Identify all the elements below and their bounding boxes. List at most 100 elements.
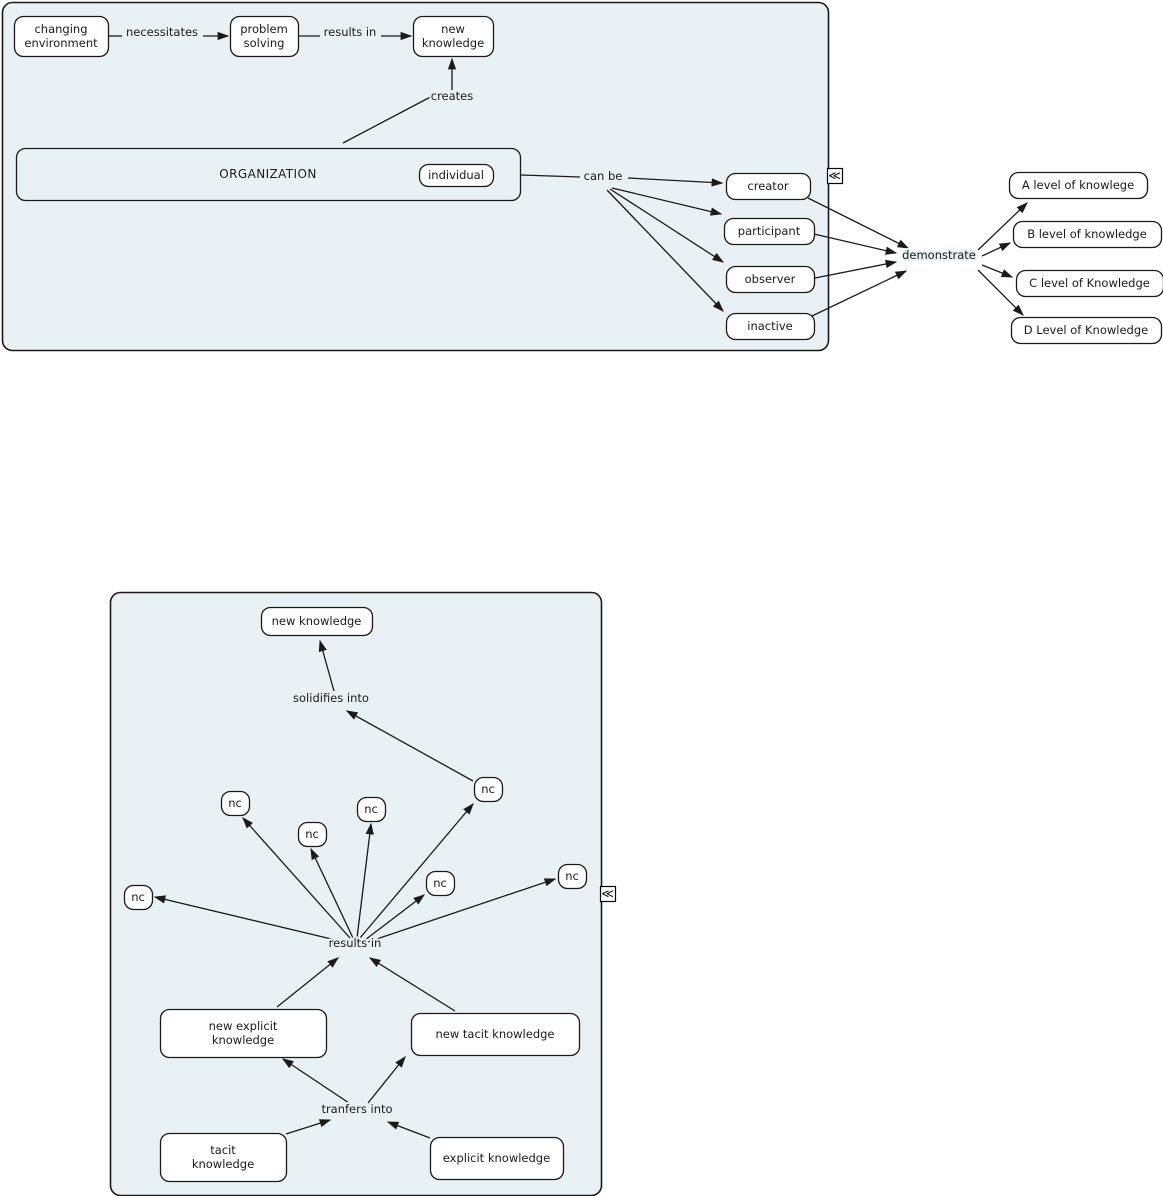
node-box-changing-environment[interactable]	[13, 15, 110, 58]
node-box-organization[interactable]	[15, 147, 522, 202]
node-organization[interactable]: ORGANIZATION	[15, 147, 522, 202]
edge-tranfers-into-to-new-explicit-knowledge	[281, 1058, 350, 1104]
node-box-explicit-knowledge[interactable]	[429, 1136, 565, 1181]
edge-individual-to-can-be	[520, 174, 581, 178]
node-label-level-a: A level of knowlege	[1022, 178, 1134, 192]
node-box-nc-5[interactable]	[425, 870, 456, 897]
node-individual[interactable]: individual	[418, 163, 495, 188]
node-box-nc-2[interactable]	[297, 821, 328, 848]
node-level-b[interactable]: B level of knowledge	[1012, 220, 1163, 249]
edge-results-in-2-to-nc-6	[367, 878, 557, 943]
node-box-level-c[interactable]	[1015, 269, 1163, 298]
node-label-individual: individual	[428, 168, 484, 182]
edge-results-in-2-to-nc-2	[310, 847, 354, 939]
node-label-problem-solving: solving	[244, 36, 285, 50]
node-box-tacit-knowledge[interactable]	[159, 1132, 288, 1183]
edge-demonstrate-to-level-c	[981, 264, 1014, 278]
node-label-new-explicit-knowledge: knowledge	[212, 1033, 274, 1047]
node-nc-3[interactable]: nc	[356, 796, 387, 823]
node-observer[interactable]: observer	[725, 265, 816, 294]
node-box-nc-7[interactable]	[123, 884, 154, 911]
node-explicit-knowledge[interactable]: explicit knowledge	[429, 1136, 565, 1181]
node-nc-7[interactable]: nc	[123, 884, 154, 911]
node-box-new-knowledge-top[interactable]	[412, 15, 495, 58]
node-box-new-tacit-knowledge[interactable]	[410, 1012, 581, 1057]
node-box-nc-4[interactable]	[473, 776, 504, 803]
node-new-tacit-knowledge[interactable]: new tacit knowledge	[410, 1012, 581, 1057]
node-box-new-knowledge-2[interactable]	[260, 606, 374, 637]
node-label-level-c: C level of Knowledge	[1029, 276, 1150, 290]
edge-tranfers-into-to-new-tacit-knowledge	[367, 1055, 406, 1104]
collapse-marker-icon-box[interactable]	[826, 167, 844, 185]
node-box-new-explicit-knowledge[interactable]	[159, 1008, 328, 1059]
node-label-explicit-knowledge: explicit knowledge	[443, 1151, 550, 1165]
node-nc-2[interactable]: nc	[297, 821, 328, 848]
node-creator[interactable]: creator	[725, 172, 812, 201]
link-label-creates: creates	[431, 89, 474, 103]
node-inactive[interactable]: inactive	[725, 312, 816, 341]
node-label-participant: participant	[738, 224, 801, 238]
node-label-nc-5: nc	[433, 876, 447, 890]
edge-organization-to-creates	[342, 92, 439, 144]
edge-can-be-to-creator	[627, 177, 724, 187]
link-label-results-in: results in	[324, 25, 377, 39]
node-nc-1[interactable]: nc	[220, 790, 251, 817]
node-box-nc-6[interactable]	[557, 863, 588, 890]
collapse-marker-icon-glyph: ≪	[601, 887, 614, 901]
edge-results-in-2-to-nc-7	[153, 895, 345, 943]
link-label-demonstrate: demonstrate	[902, 248, 976, 262]
node-label-nc-2: nc	[305, 827, 319, 841]
node-box-individual[interactable]	[418, 163, 495, 188]
node-nc-4[interactable]: nc	[473, 776, 504, 803]
edge-can-be-to-participant	[611, 187, 723, 216]
node-label-observer: observer	[745, 272, 796, 286]
node-nc-6[interactable]: nc	[557, 863, 588, 890]
node-level-a[interactable]: A level of knowlege	[1008, 171, 1149, 200]
collapse-marker-icon-box[interactable]	[599, 885, 617, 903]
node-box-problem-solving[interactable]	[229, 15, 300, 58]
node-label-organization: ORGANIZATION	[219, 167, 316, 181]
collapse-marker-icon[interactable]: ≪	[599, 885, 617, 903]
node-label-tacit-knowledge: knowledge	[192, 1157, 254, 1171]
node-label-nc-1: nc	[228, 796, 242, 810]
edge-can-be-to-inactive	[606, 189, 724, 312]
node-label-new-knowledge-top: new	[441, 22, 465, 36]
node-label-level-d: D Level of Knowledge	[1024, 323, 1148, 337]
node-box-observer[interactable]	[725, 265, 816, 294]
edge-demonstrate-to-level-d	[977, 269, 1024, 316]
edge-new-tacit-knowledge-to-results-in-2	[368, 957, 456, 1012]
node-box-participant[interactable]	[723, 217, 816, 246]
node-label-new-knowledge-2: new knowledge	[272, 614, 362, 628]
node-box-level-a[interactable]	[1008, 171, 1149, 200]
node-box-level-d[interactable]	[1010, 316, 1163, 345]
node-label-level-b: B level of knowledge	[1027, 227, 1147, 241]
node-label-tacit-knowledge: tacit	[210, 1143, 236, 1157]
edge-can-be-to-observer	[609, 188, 725, 263]
node-label-inactive: inactive	[747, 319, 792, 333]
collapse-marker-icon[interactable]: ≪	[826, 167, 844, 185]
edge-observer-to-demonstrate	[814, 259, 898, 279]
node-label-changing-environment: changing	[34, 22, 87, 36]
node-level-c[interactable]: C level of Knowledge	[1015, 269, 1163, 298]
node-nc-5[interactable]: nc	[425, 870, 456, 897]
node-participant[interactable]: participant	[723, 217, 816, 246]
edge-results-in-2-to-nc-1	[242, 817, 351, 939]
node-new-knowledge-2[interactable]: new knowledge	[260, 606, 374, 637]
edge-demonstrate-to-level-a	[977, 202, 1028, 251]
node-box-creator[interactable]	[725, 172, 812, 201]
edge-results-in-2-to-nc-5	[364, 894, 426, 941]
node-box-nc-3[interactable]	[356, 796, 387, 823]
link-label-solidifies-into: solidifies into	[293, 691, 369, 705]
edge-solidifies-into-to-new-knowledge-2	[318, 639, 335, 692]
node-level-d[interactable]: D Level of Knowledge	[1010, 316, 1163, 345]
link-label-can-be: can be	[584, 169, 623, 183]
node-box-nc-1[interactable]	[220, 790, 251, 817]
node-box-inactive[interactable]	[725, 312, 816, 341]
node-box-level-b[interactable]	[1012, 220, 1163, 249]
